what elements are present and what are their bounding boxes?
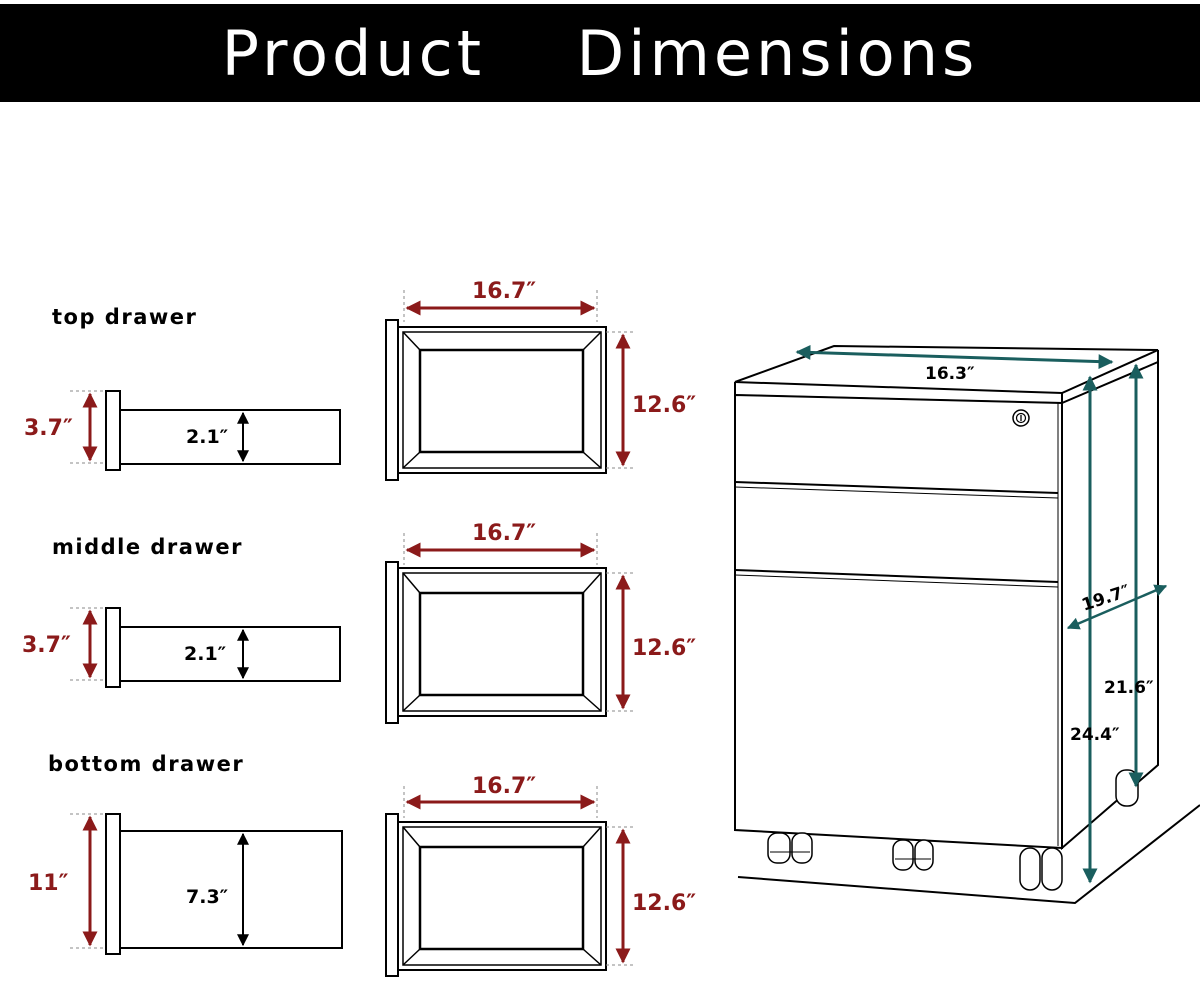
bottom-drawer-height-outer: 11″ — [28, 871, 69, 896]
top-drawer-height-outer: 3.7″ — [24, 416, 73, 441]
cabinet-dimension-arrows — [795, 344, 1168, 884]
filing-cabinet-illustration — [734, 344, 1200, 905]
middle-drawer-width: 16.7″ — [472, 521, 536, 546]
cabinet-total-height: 24.4″ — [1070, 725, 1120, 745]
bottom-drawer-label: bottom drawer — [48, 752, 245, 776]
bottom-drawer-depth: 12.6″ — [632, 891, 696, 916]
bottom-drawer-side-view — [70, 813, 343, 955]
bottom-drawer-front-view — [385, 786, 636, 977]
middle-drawer-label: middle drawer — [52, 535, 243, 559]
middle-drawer-height-outer: 3.7″ — [22, 633, 71, 658]
caster-wheel-front-middle — [892, 839, 934, 871]
top-drawer-width: 16.7″ — [472, 279, 536, 304]
top-drawer-height-inner: 2.1″ — [186, 426, 229, 448]
caster-wheel-front-right — [1019, 847, 1063, 891]
top-drawer-depth: 12.6″ — [632, 393, 696, 418]
page-title: Product Dimensions — [221, 16, 979, 90]
cabinet-width: 16.3″ — [925, 364, 975, 384]
middle-drawer-height-inner: 2.1″ — [184, 643, 227, 665]
bottom-drawer-height-inner: 7.3″ — [186, 886, 229, 908]
middle-drawer-side-view — [70, 607, 341, 688]
top-drawer-front-view — [385, 290, 636, 481]
title-banner: Product Dimensions — [0, 4, 1200, 102]
middle-drawer-front-view — [385, 533, 636, 724]
middle-drawer-depth: 12.6″ — [632, 636, 696, 661]
caster-wheel-front-left — [767, 832, 813, 864]
cabinet-body-height: 21.6″ — [1104, 678, 1154, 698]
bottom-drawer-width: 16.7″ — [472, 774, 536, 799]
top-drawer-side-view — [70, 390, 341, 471]
top-drawer-label: top drawer — [52, 305, 198, 329]
